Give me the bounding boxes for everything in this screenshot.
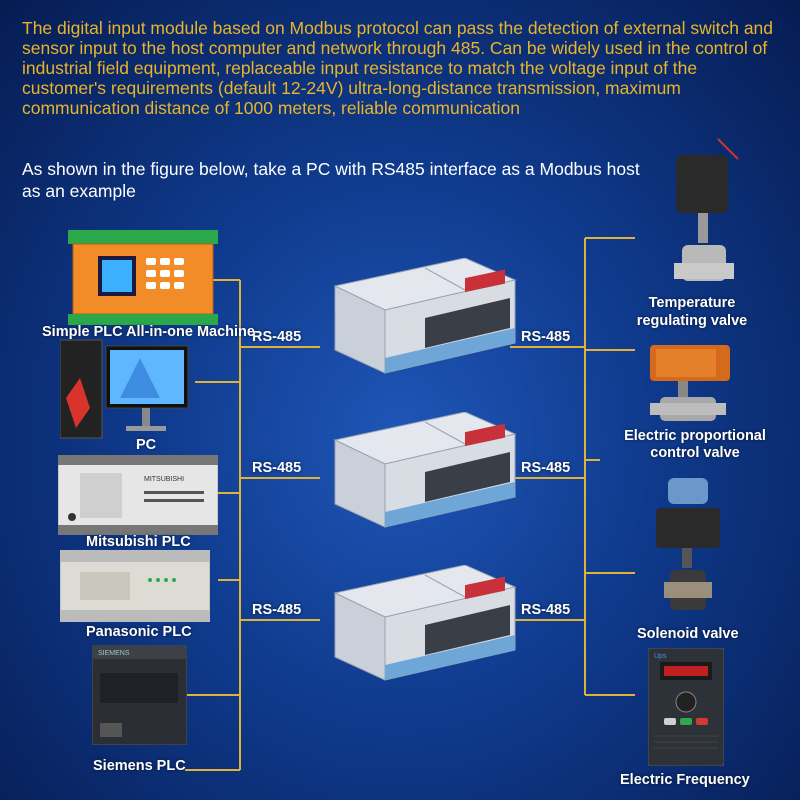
io-module-2 (333, 412, 517, 528)
siemens-brand-text: SIEMENS (98, 650, 130, 657)
rs485-label-left-1: RS-485 (252, 329, 302, 345)
intro-text: The digital input module based on Modbus… (22, 18, 774, 118)
label-electric-frequency: Electric Frequency (620, 772, 750, 788)
proportional-valve-device (650, 345, 730, 421)
label-pc: PC (136, 437, 157, 453)
mitsubishi-brand-text: MITSUBISHI (144, 476, 184, 483)
io-module-1 (333, 258, 517, 374)
label-panasonic-plc: Panasonic PLC (86, 624, 192, 640)
label-proportional-valve: Electric proportional control valve (624, 428, 766, 461)
simple-plc-device (68, 230, 218, 325)
label-simple-plc: Simple PLC All-in-one Machine (42, 324, 255, 340)
panasonic-plc-device (60, 550, 210, 622)
temperature-valve-device (674, 138, 739, 281)
siemens-plc-device: SIEMENS (92, 645, 187, 745)
rs485-label-left-3: RS-485 (252, 602, 302, 618)
rs485-label-right-3: RS-485 (521, 602, 571, 618)
frequency-inverter-device: Ups (648, 648, 724, 766)
rs485-label-right-1: RS-485 (521, 329, 571, 345)
label-siemens-plc: Siemens PLC (93, 758, 186, 774)
label-temperature-valve: Temperature regulating valve (636, 295, 748, 329)
subtitle: As shown in the figure below, take a PC … (22, 159, 640, 201)
pc-device (60, 339, 189, 439)
mitsubishi-plc-device: MITSUBISHI (58, 455, 218, 535)
solenoid-valve-device (656, 478, 720, 610)
label-mitsubishi-plc: Mitsubishi PLC (86, 534, 191, 550)
rs485-label-right-2: RS-485 (521, 460, 571, 476)
rs485-label-left-2: RS-485 (252, 460, 302, 476)
io-module-3 (333, 565, 517, 681)
inverter-brand-text: Ups (654, 653, 667, 660)
label-solenoid-valve: Solenoid valve (637, 626, 739, 642)
